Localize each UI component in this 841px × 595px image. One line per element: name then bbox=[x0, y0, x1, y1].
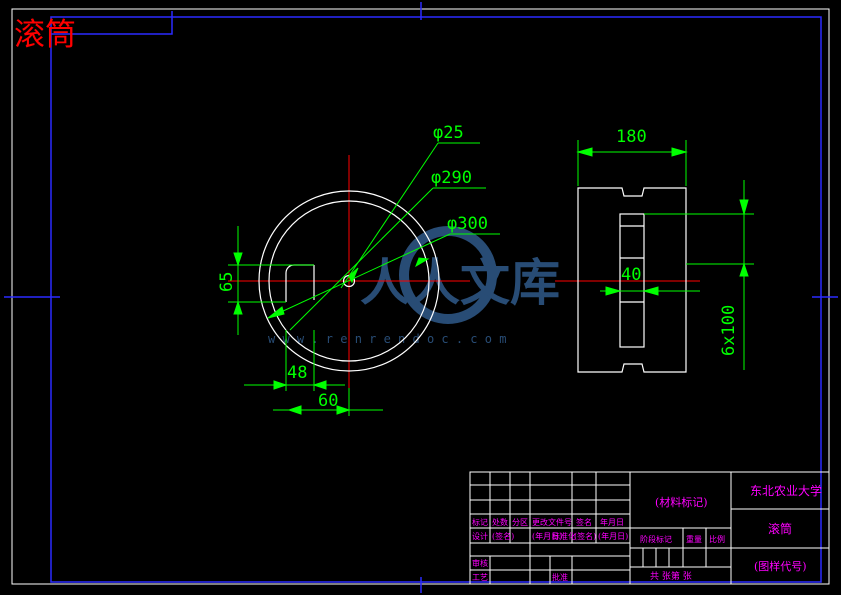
title-block bbox=[469, 471, 830, 585]
tb-row-label-4: 签名 bbox=[576, 517, 592, 527]
front-view bbox=[258, 190, 440, 372]
tb-design-1: (签名) bbox=[492, 531, 514, 541]
outer-circle bbox=[258, 190, 440, 372]
tb-scale: 比例 bbox=[709, 534, 725, 544]
dim-6x100: 6x100 bbox=[719, 305, 739, 356]
side-view bbox=[577, 187, 687, 373]
tb-row-label-3: 更改文件号 bbox=[532, 517, 572, 527]
tb-row-label-2: 分区 bbox=[512, 518, 528, 527]
dim-180: 180 bbox=[616, 127, 647, 147]
tb-design-5: (年月日) bbox=[598, 531, 628, 541]
code-box bbox=[51, 11, 173, 35]
watermark: 人人文库 w w w . r e n r e n d o c . c o m bbox=[268, 226, 560, 346]
tb-stage: 阶段标记 bbox=[640, 534, 672, 544]
tb-design-3: 标准化 bbox=[552, 531, 576, 541]
dim-phi25: φ25 bbox=[433, 123, 464, 143]
dim-65: 65 bbox=[217, 272, 237, 292]
tb-approve: 批准 bbox=[552, 572, 568, 582]
dim-48: 48 bbox=[287, 363, 307, 383]
tb-weight: 重量 bbox=[686, 534, 702, 544]
tb-sheets: 共 张第 张 bbox=[650, 570, 692, 582]
dimension-lines bbox=[228, 140, 754, 416]
watermark-url: w w w . r e n r e n d o c . c o m bbox=[268, 332, 506, 346]
frame-center-marks bbox=[4, 2, 838, 593]
dim-phi290: φ290 bbox=[431, 168, 472, 188]
tb-design-2: (年月日) bbox=[532, 531, 562, 541]
tb-design-4: (签名) bbox=[574, 531, 596, 541]
drawing-title: 滚筒 bbox=[14, 17, 76, 53]
tb-university: 东北农业大学 bbox=[750, 483, 822, 498]
dim-phi300: φ300 bbox=[447, 214, 488, 234]
tb-row-label-1: 处数 bbox=[492, 517, 508, 527]
tb-row-label-0: 标记 bbox=[472, 517, 488, 527]
slot-outline bbox=[285, 264, 315, 302]
dim-60: 60 bbox=[318, 391, 338, 411]
tb-design-0: 设计 bbox=[472, 531, 488, 541]
inner-frame bbox=[50, 16, 822, 583]
watermark-ring bbox=[399, 226, 497, 324]
tb-process: 工艺 bbox=[472, 573, 488, 582]
tb-drawing-no: (图样代号) bbox=[754, 559, 807, 573]
inner-circle bbox=[268, 200, 430, 362]
tb-row-label-5: 年月日 bbox=[600, 517, 624, 527]
watermark-brand: 人人文库 bbox=[360, 254, 560, 312]
tb-review: 审核 bbox=[472, 558, 488, 568]
dim-40: 40 bbox=[621, 265, 641, 285]
tb-part-name: 滚筒 bbox=[768, 521, 792, 536]
tb-material: (材料标记) bbox=[655, 495, 708, 509]
